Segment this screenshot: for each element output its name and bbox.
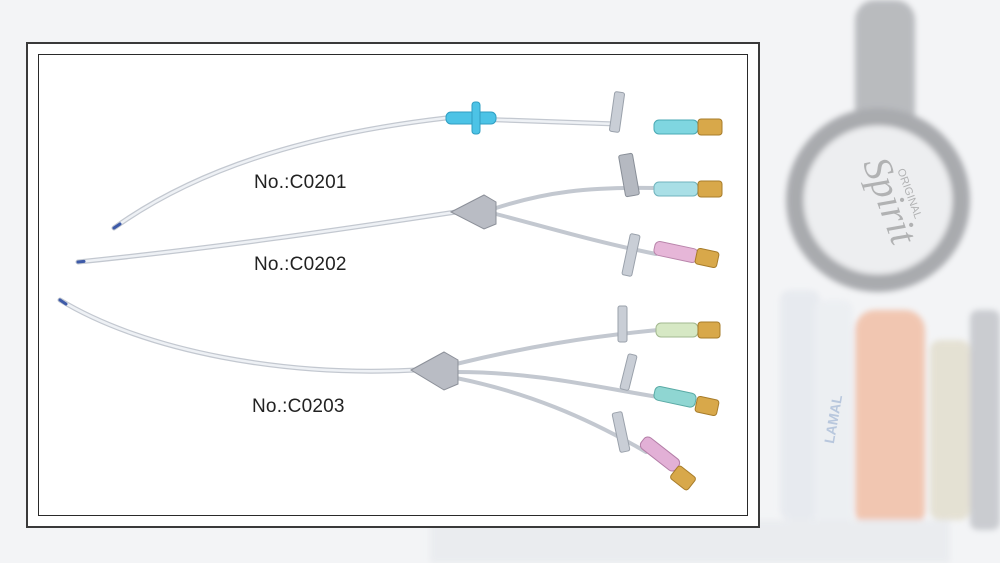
product-photo-inner-border	[38, 54, 748, 516]
catheter-1-hub	[445, 101, 497, 135]
model-label-c0203: No.:C0203	[252, 396, 345, 417]
catheter-1-clamp	[609, 91, 625, 133]
catheter-1-tube	[111, 115, 619, 231]
catheter-2-clamp-top	[618, 152, 640, 198]
catheter-3-connector-2	[653, 386, 720, 417]
catheter-2-connector-bottom	[653, 241, 720, 269]
catheter-3-connector-1	[655, 321, 721, 339]
catheter-illustration	[57, 91, 723, 491]
catheter-3-clamp-1	[617, 305, 628, 343]
catheter-2-clamp-bottom	[621, 233, 641, 277]
model-label-c0201: No.:C0201	[254, 172, 347, 193]
catheter-double-lumen	[75, 152, 723, 277]
catheter-2-connector-top	[653, 180, 723, 198]
catheter-3-clamp-2	[619, 353, 638, 391]
catheter-single-lumen	[111, 91, 723, 231]
model-label-c0202: No.:C0202	[254, 254, 347, 275]
catheter-triple-lumen	[57, 297, 721, 491]
catheter-2-wing-hub	[449, 194, 497, 230]
catheter-3-clamp-3	[611, 411, 631, 453]
catheter-3-wing-hub	[409, 351, 459, 391]
catheter-3-connector-3	[639, 436, 696, 491]
catheter-1-connector	[653, 118, 723, 136]
